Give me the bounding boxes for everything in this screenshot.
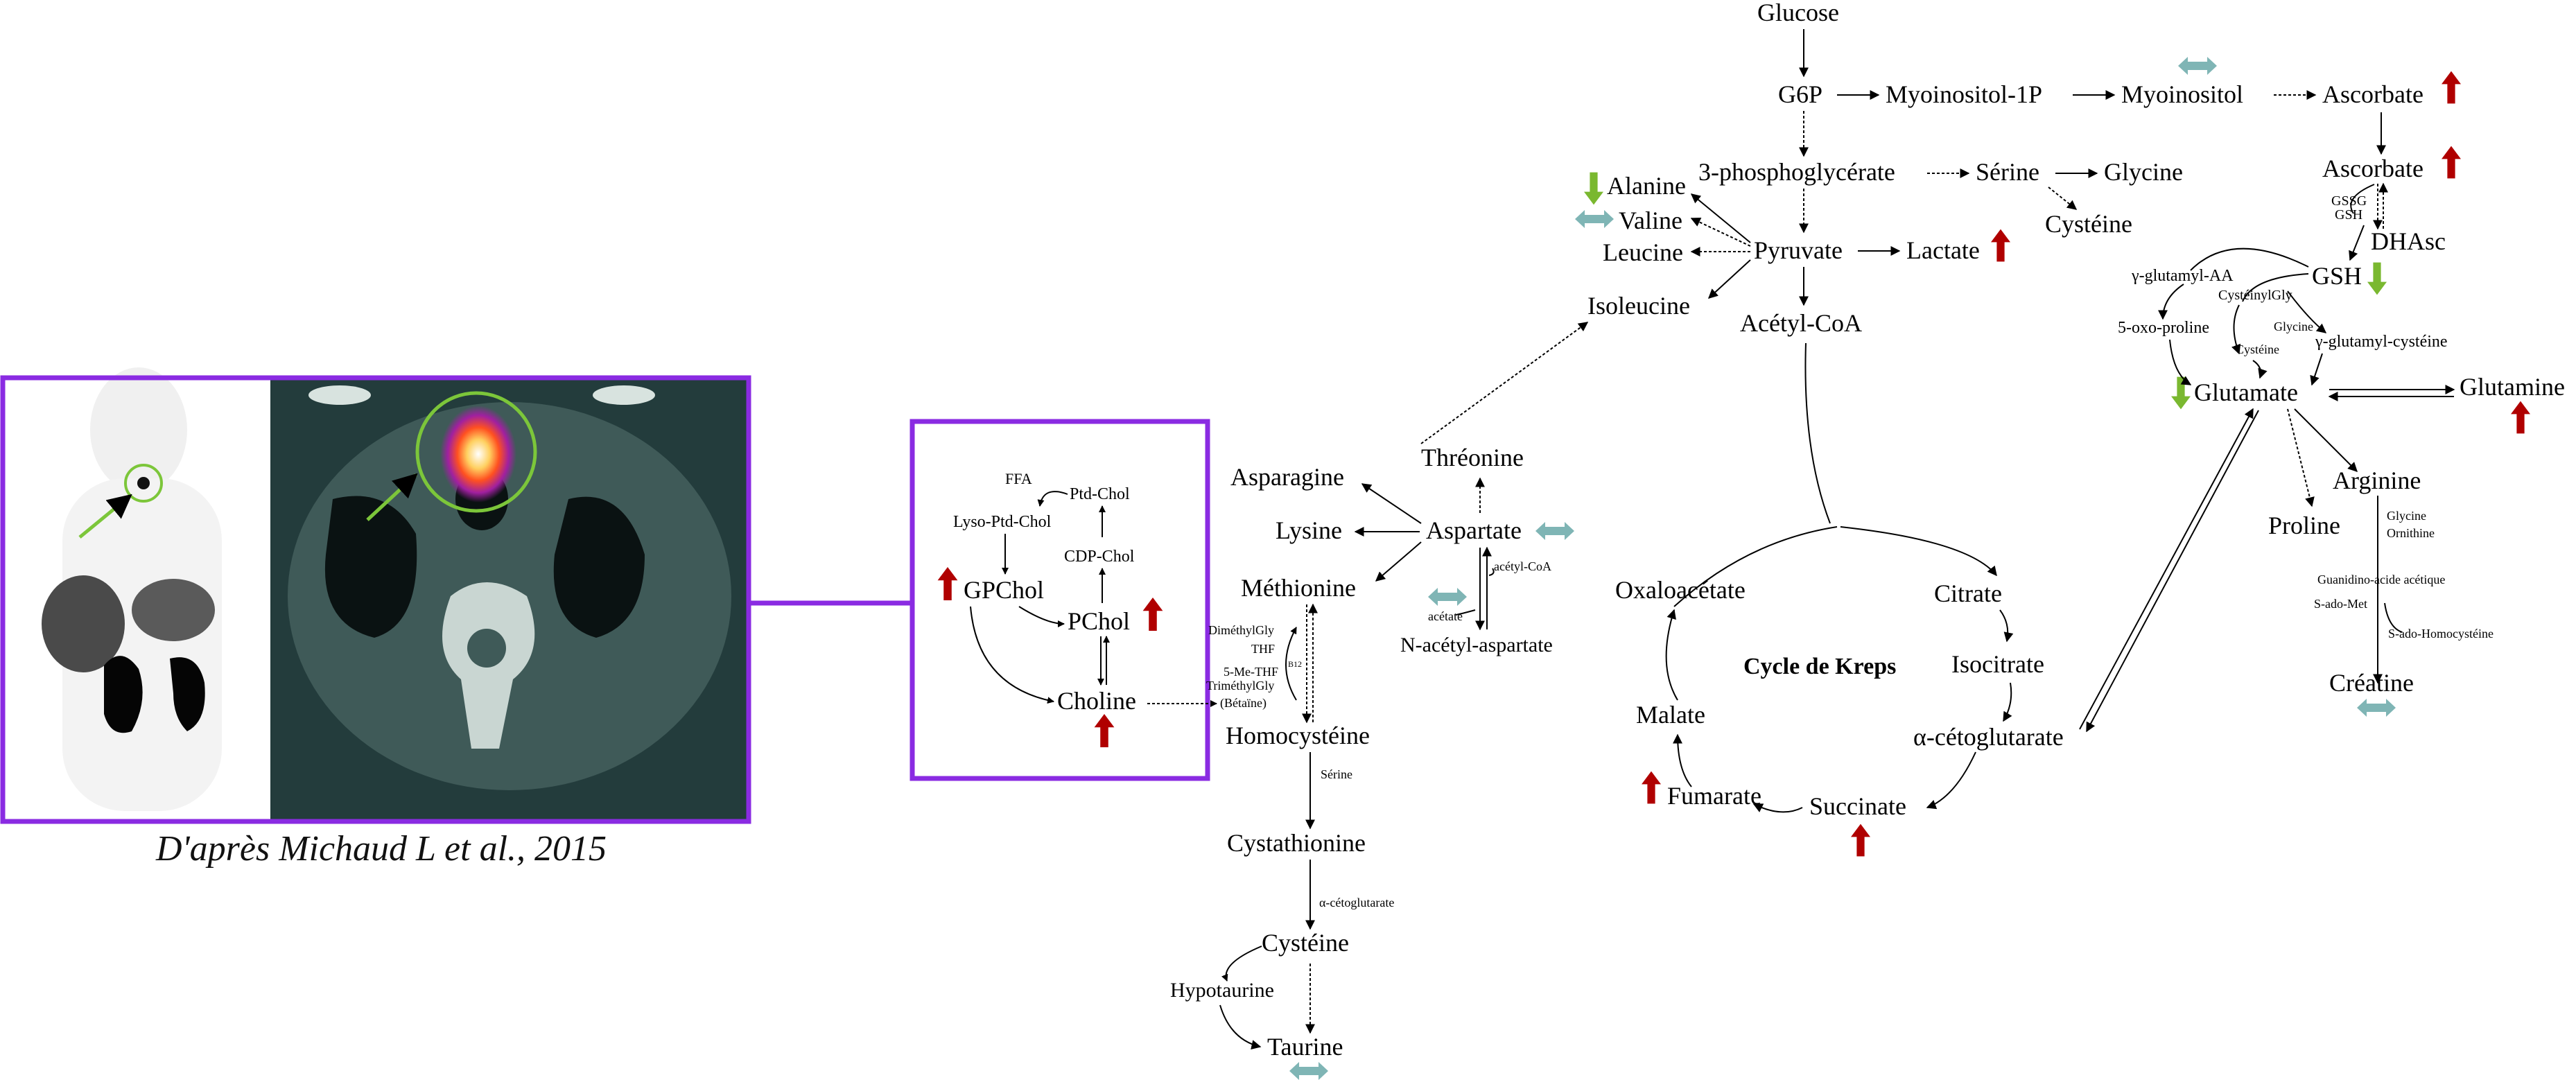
node-proline: Proline — [2268, 512, 2340, 539]
bidirectional-arrow-icon — [2357, 699, 2396, 717]
bidirectional-arrow-icon — [1289, 1062, 1328, 1080]
up-arrow-icon — [2511, 401, 2530, 434]
node-serine-small: Sérine — [1321, 767, 1352, 781]
bidirectional-arrow-icon — [1575, 210, 1614, 228]
node-myoinositol: Myoinositol — [2121, 80, 2243, 108]
node-isoleucine: Isoleucine — [1587, 292, 1690, 320]
up-arrow-icon — [2442, 71, 2461, 104]
node-malate: Malate — [1636, 701, 1705, 729]
up-arrow-icon — [1642, 771, 1661, 804]
node-glycine-small: Glycine — [2274, 320, 2313, 333]
cdp-chol-label: CDP-Chol — [1064, 548, 1135, 566]
down-arrow-icon — [2367, 262, 2387, 295]
node-citrate: Citrate — [1934, 580, 2002, 607]
node-cysteine-small: Cystéine — [2236, 342, 2279, 356]
node-5-me-thf: 5-Me-THF — [1224, 665, 1278, 679]
up-arrow-icon — [1851, 824, 1870, 857]
lyso-ptd-chol-label: Lyso-Ptd-Chol — [953, 513, 1052, 531]
node-gamma-glutamyl-cysteine: γ-glutamyl-cystéine — [2315, 333, 2448, 351]
node-s-ado-met: S-ado-Met — [2314, 597, 2367, 611]
node-naa: N-acétyl-aspartate — [1400, 634, 1553, 656]
down-arrow-icon — [2171, 376, 2191, 410]
node-thf: THF — [1251, 642, 1275, 656]
node-alpha-kg: α-cétoglutarate — [1913, 723, 2064, 751]
node-threonine: Thréonine — [1421, 444, 1524, 471]
node-glucose: Glucose — [1757, 0, 1839, 26]
node-oxaloacetate: Oxaloacétate — [1615, 576, 1746, 604]
choline-label: Choline — [1057, 687, 1136, 715]
node-cysteine-top: Cystéine — [2045, 210, 2132, 238]
node-homocysteine: Homocystéine — [1226, 722, 1370, 749]
node-asparagine: Asparagine — [1230, 463, 1344, 491]
node-cystathionine: Cystathionine — [1227, 829, 1366, 857]
node-s-ado-homocysteine: S-ado-Homocystéine — [2388, 627, 2494, 641]
node-isocitrate: Isocitrate — [1951, 650, 2044, 678]
node-lysine: Lysine — [1276, 516, 1342, 544]
node-ascorbate-1: Ascorbate — [2322, 80, 2423, 108]
node-gamma-glutamyl-aa: γ-glutamyl-AA — [2131, 267, 2234, 285]
node-gsh: GSH — [2312, 262, 2362, 290]
node-guanidino: Guanidino-acide acétique — [2317, 573, 2445, 586]
pchol-label: PChol — [1068, 607, 1130, 635]
node-gssg: GSSG — [2331, 193, 2367, 209]
ffa-label: FFA — [1005, 470, 1032, 487]
node-cysteinylgly: CystéinylGly — [2218, 288, 2292, 303]
pathway-labels: Glucose G6P Myoinositol-1P Myoinositol A… — [1170, 0, 2565, 1061]
node-5-oxo-proline: 5-oxo-proline — [2118, 319, 2209, 337]
down-arrow-icon — [1584, 172, 1603, 205]
pathway-connectors — [1219, 29, 2455, 1049]
choline-box: FFA Ptd-Chol Lyso-Ptd-Chol CDP-Chol GPCh… — [910, 419, 1217, 781]
node-arginine: Arginine — [2333, 467, 2421, 494]
node-valine: Valine — [1619, 207, 1682, 234]
bidirectional-arrow-icon — [1535, 522, 1574, 540]
bidirectional-arrow-icon — [1428, 588, 1467, 606]
node-glycine: Glycine — [2104, 158, 2183, 186]
node-serine: Sérine — [1976, 158, 2039, 186]
node-acetate: acétate — [1428, 609, 1463, 623]
node-dhasc: DHAsc — [2371, 227, 2446, 255]
image-panel — [0, 367, 912, 824]
node-methionine: Méthionine — [1241, 574, 1356, 602]
node-dimethylgly: DiméthylGly — [1208, 623, 1274, 637]
node-glutamine: Glutamine — [2460, 373, 2565, 401]
node-hypotaurine: Hypotaurine — [1170, 979, 1274, 1002]
node-betaine: (Bétaïne) — [1220, 696, 1267, 711]
node-glutamate: Glutamate — [2194, 378, 2298, 406]
ct-scan-image — [270, 378, 749, 821]
ptd-chol-label: Ptd-Chol — [1070, 485, 1130, 503]
node-ascorbate-2: Ascorbate — [2322, 155, 2423, 182]
node-acetyl-coa: Acétyl-CoA — [1740, 309, 1862, 337]
node-trimethylgly: TriméthylGly — [1206, 679, 1274, 692]
node-alanine: Alanine — [1607, 172, 1686, 200]
node-leucine: Leucine — [1603, 238, 1683, 266]
node-b12: B12 — [1288, 659, 1302, 669]
node-aspartate: Aspartate — [1426, 516, 1522, 544]
node-3-phosphoglycerate: 3-phosphoglycérate — [1698, 158, 1895, 186]
node-gsh-small: GSH — [2335, 207, 2362, 223]
cycle-title: Cycle de Kreps — [1743, 654, 1896, 679]
caption: D'après Michaud L et al., 2015 — [155, 829, 607, 869]
up-arrow-icon — [2442, 146, 2461, 179]
node-g6p: G6P — [1778, 80, 1822, 108]
node-myoinositol-1p: Myoinositol-1P — [1886, 80, 2042, 108]
up-arrow-icon — [1991, 229, 2010, 262]
node-fumarate: Fumarate — [1667, 782, 1761, 810]
node-ornithine: Ornithine — [2387, 526, 2435, 540]
image-frame — [0, 375, 751, 824]
node-pyruvate: Pyruvate — [1754, 236, 1843, 264]
node-succinate: Succinate — [1809, 792, 1906, 820]
node-alpha-kg-small: α-cétoglutarate — [1319, 896, 1394, 909]
gpchol-label: GPChol — [964, 576, 1044, 604]
node-taurine: Taurine — [1267, 1033, 1343, 1061]
bidirectional-arrow-icon — [2178, 57, 2217, 75]
node-lactate: Lactate — [1906, 236, 1980, 264]
node-cysteine: Cystéine — [1262, 929, 1349, 957]
node-glycine-arg: Glycine — [2387, 509, 2426, 523]
pet-scan-image — [3, 367, 270, 821]
node-creatine: Créatine — [2329, 669, 2414, 697]
node-acetyl-coa-small: acétyl-CoA — [1494, 559, 1551, 573]
